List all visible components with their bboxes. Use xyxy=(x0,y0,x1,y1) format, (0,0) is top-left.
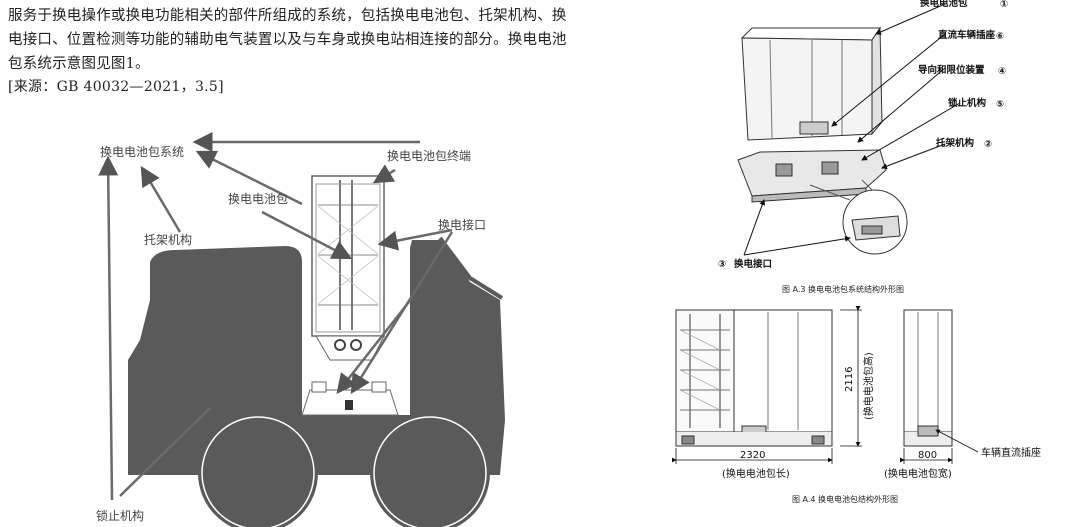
label-battery-system: 换电电池包系统 xyxy=(100,145,184,159)
a4-height-value: 2116 xyxy=(844,367,855,392)
wheel-rear xyxy=(370,413,490,527)
a3-num-lock: ⑤ xyxy=(996,99,1004,110)
a3-num-dc-socket: ⑥ xyxy=(996,31,1004,42)
label-lock-mechanism: 锁止机构 xyxy=(96,508,144,523)
definition-paragraph: 服务于换电操作或换电功能相关的部件所组成的系统，包括换电电池包、托架机构、换 电… xyxy=(8,4,608,76)
a4-socket-label: 车辆直流插座 xyxy=(981,446,1041,459)
a4-height-label: (换电电池包高) xyxy=(862,352,875,420)
a4-width-value: 800 xyxy=(918,450,937,461)
label-swap-interface: 换电接口 xyxy=(438,217,486,232)
a4-caption: 图 A.4 换电电池包结构外形图 xyxy=(792,494,898,504)
a4-length-label: (换电电池包长) xyxy=(722,467,790,480)
a3-caption: 图 A.3 换电电池包系统结构外形图 xyxy=(782,284,904,294)
source-reference: [来源：GB 40032—2021，3.5] xyxy=(8,79,224,95)
a3-label-interface: 换电接口 xyxy=(734,258,772,270)
a3-num-pack: ① xyxy=(1000,0,1008,10)
a3-num-bracket: ② xyxy=(984,139,992,150)
left-leader-lines xyxy=(98,132,454,501)
paragraph-line: 电接口、位置检测等功能的辅助电气装置以及与车身或换电站相连接的部分。换电电池 xyxy=(8,32,567,48)
wheel-front xyxy=(198,413,318,527)
paragraph-line: 服务于换电操作或换电功能相关的部件所组成的系统，包括换电电池包、托架机构、换 xyxy=(8,8,567,24)
label-battery-terminal: 换电电池包终端 xyxy=(387,148,471,163)
a4-length-value: 2320 xyxy=(740,450,765,461)
a3-label-dc-socket: 直流车辆插座 xyxy=(938,29,996,41)
figure-a4-front-view xyxy=(903,309,953,447)
a4-width-label: (换电电池包宽) xyxy=(884,467,952,480)
figure-a4-side-view xyxy=(675,309,833,447)
a3-num-guide: ④ xyxy=(998,66,1006,77)
a3-num-interface: ③ xyxy=(718,259,726,270)
a3-label-bracket: 托架机构 xyxy=(936,137,975,149)
label-bracket: 托架机构 xyxy=(144,232,192,247)
a3-label-lock: 锁止机构 xyxy=(948,97,987,109)
truck-illustration xyxy=(128,175,505,527)
label-battery-pack: 换电电池包 xyxy=(228,192,288,206)
figure-a3-drawing xyxy=(737,26,908,255)
figure-a3-leaders xyxy=(743,3,961,256)
paragraph-line: 包系统示意图见图1。 xyxy=(8,56,150,72)
figure-a4-dimension-lines xyxy=(672,306,979,464)
a3-label-guide: 导向和限位装置 xyxy=(918,64,985,76)
a3-label-pack: 换电电池包 xyxy=(920,0,968,9)
